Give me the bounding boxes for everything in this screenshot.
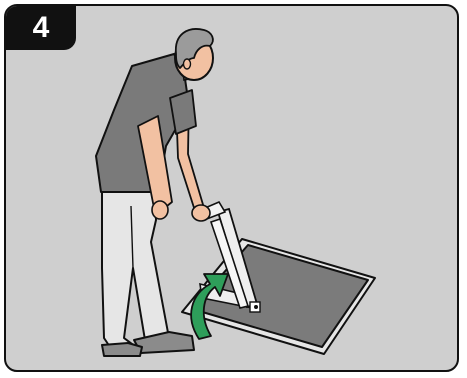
step-number: 4 — [33, 11, 50, 45]
instruction-panel: 4 — [4, 4, 459, 372]
illustration — [6, 6, 457, 370]
person-front-arm — [170, 90, 210, 221]
person-head — [175, 29, 213, 80]
step-number-badge: 4 — [6, 6, 76, 50]
